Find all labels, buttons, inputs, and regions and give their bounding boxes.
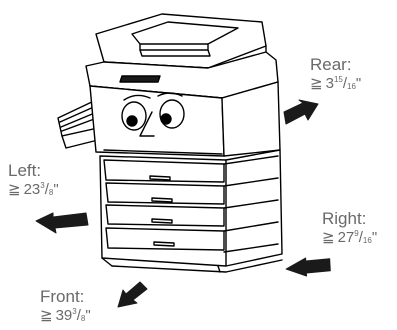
right-clearance-value: ≧ 279/16" [322, 230, 377, 245]
right-arrow [286, 257, 331, 277]
right-clearance-label: Right: ≧ 279/16" [322, 210, 377, 245]
paper-drawers [100, 150, 282, 266]
front-arrow [118, 282, 147, 307]
left-clearance-label: Left: ≧ 233/8" [8, 162, 59, 197]
front-label-title: Front: [40, 288, 91, 305]
rear-label-title: Rear: [310, 56, 361, 73]
front-clearance-label: Front: ≧ 393/8" [40, 288, 91, 323]
rear-arrow [284, 100, 318, 124]
left-arrow [36, 213, 88, 233]
rear-clearance-value: ≧ 315/16" [310, 76, 361, 91]
left-clearance-value: ≧ 233/8" [8, 182, 59, 197]
front-clearance-value: ≧ 393/8" [40, 308, 91, 323]
left-label-title: Left: [8, 162, 59, 179]
right-label-title: Right: [322, 210, 377, 227]
rear-clearance-label: Rear: ≧ 315/16" [310, 56, 361, 91]
